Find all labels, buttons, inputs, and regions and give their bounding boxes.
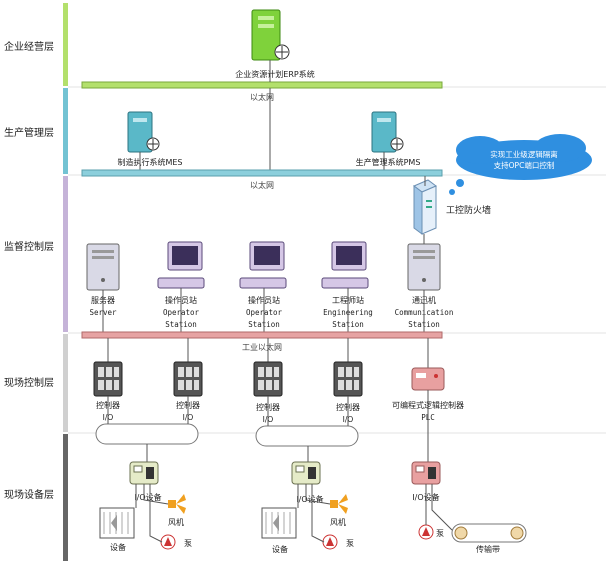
plc-icon <box>411 367 445 391</box>
fan-1-icon <box>168 494 186 514</box>
io-device-1-icon <box>129 461 159 485</box>
firewall-icon <box>413 179 437 235</box>
conveyor-icon <box>451 523 527 543</box>
mes-server-icon <box>127 111 160 153</box>
layer-label-enterprise: 企业经营层 <box>4 40 54 53</box>
equipment-1-label: 设备 <box>110 542 126 552</box>
enterprise-ethernet-bus <box>81 81 443 89</box>
conveyor-label: 传输带 <box>476 544 500 554</box>
io-bus-2 <box>255 425 359 447</box>
fan-1-label: 风机 <box>168 517 184 527</box>
equipment-2-label: 设备 <box>272 544 288 554</box>
pms-label: 生产管理系统PMS <box>356 157 421 167</box>
controller-4-icon <box>333 361 363 397</box>
layer-label-field-device: 现场设备层 <box>4 488 54 501</box>
enterprise-bus-label: 以太网 <box>250 92 274 102</box>
industrial-ethernet-bus <box>81 331 443 339</box>
operator-station-1-icon <box>157 241 205 289</box>
communication-station-icon <box>407 243 441 291</box>
mes-label: 制造执行系统MES <box>117 157 182 167</box>
pump-2-label: 泵 <box>346 539 354 548</box>
pump-1-label: 泵 <box>184 539 192 548</box>
management-ethernet-bus <box>81 169 443 177</box>
io-device-3-icon <box>411 461 441 485</box>
industrial-bus-label: 工业以太网 <box>242 342 282 352</box>
layer-label-field-control: 现场控制层 <box>4 376 54 389</box>
operator-station-2-icon <box>239 241 287 289</box>
layer-label-management: 生产管理层 <box>4 126 54 139</box>
layer-bar-management <box>63 88 68 174</box>
io-device-2-label: I/O设备 <box>296 494 323 504</box>
io-device-2-icon <box>291 461 321 485</box>
controller-1-icon <box>93 361 123 397</box>
layer-bar-field-control <box>63 334 68 432</box>
pump-3-label: 泵 <box>436 529 444 538</box>
firewall-label: 工控防火墙 <box>446 204 491 216</box>
io-bus-1 <box>95 423 199 445</box>
erp-server-icon <box>251 9 290 61</box>
pump-2-icon <box>322 534 338 550</box>
layer-bar-field-device <box>63 434 68 561</box>
layer-bar-supervisory <box>63 176 68 332</box>
layer-bar-enterprise <box>63 3 68 86</box>
equipment-1-icon <box>99 507 135 539</box>
pump-1-icon <box>160 534 176 550</box>
equipment-2-icon <box>261 507 297 539</box>
cloud-line2: 支持OPC端口控制 <box>494 160 555 170</box>
controller-2-icon <box>173 361 203 397</box>
pump-3-icon <box>418 524 434 540</box>
engineering-station-icon <box>321 241 369 289</box>
fan-2-label: 风机 <box>330 517 346 527</box>
pms-server-icon <box>371 111 404 153</box>
controller-3-icon <box>253 361 283 397</box>
erp-label: 企业资源计划ERP系统 <box>235 69 314 79</box>
cloud-line1: 实现工业级逻辑隔离 <box>490 149 558 159</box>
cloud-callout <box>449 134 592 195</box>
layer-label-supervisory: 监督控制层 <box>4 240 54 253</box>
management-bus-label: 以太网 <box>250 180 274 190</box>
fan-2-icon <box>330 494 348 514</box>
server-station-icon <box>86 243 120 291</box>
io-device-1-label: I/O设备 <box>134 492 161 502</box>
